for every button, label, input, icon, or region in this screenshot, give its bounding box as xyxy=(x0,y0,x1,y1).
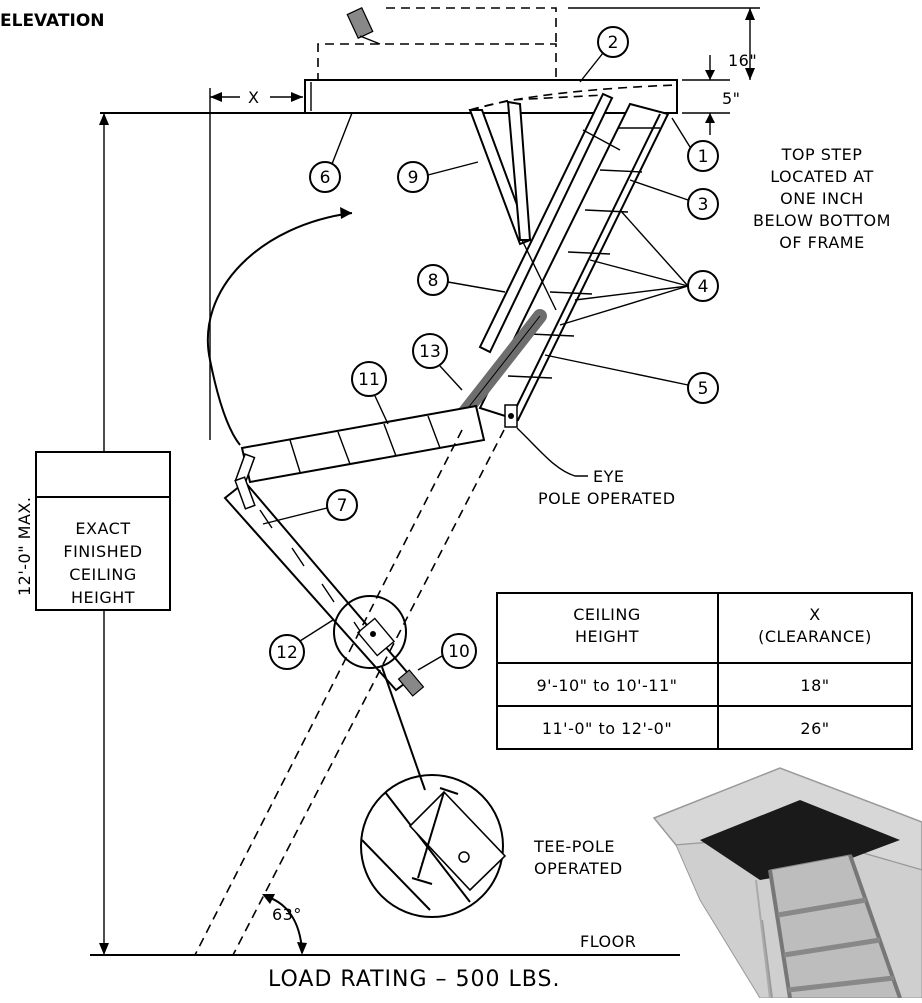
ceiling-box-line-4: HEIGHT xyxy=(71,588,135,607)
table-header-x-1: X xyxy=(809,605,820,624)
max-height-label: 12'-0" MAX. xyxy=(15,497,34,596)
ceiling-height-box: EXACT FINISHED CEILING HEIGHT xyxy=(35,451,171,611)
ceiling-box-line-2: FINISHED xyxy=(63,542,142,561)
middle-ladder-section xyxy=(234,404,486,485)
top-step-line-4: BELOW BOTTOM xyxy=(753,211,891,230)
eye-pole-note: EYE POLE OPERATED xyxy=(516,427,676,508)
top-step-line-3: ONE INCH xyxy=(780,189,864,208)
adjustable-foot xyxy=(397,669,425,697)
table-row-2-clearance: 26" xyxy=(800,719,829,738)
tee-note-line-2: OPERATED xyxy=(534,859,623,878)
table-row-2-height: 11'-0" to 12'-0" xyxy=(542,719,672,738)
dashed-line-1 xyxy=(194,429,463,956)
callout-7: 7 xyxy=(337,496,348,516)
product-photo xyxy=(652,767,922,999)
clearance-table: CEILING HEIGHT X (CLEARANCE) 9'-10" to 1… xyxy=(496,592,913,750)
angle-label: 63° xyxy=(272,905,302,924)
callout-1: 1 xyxy=(698,147,709,167)
load-rating: LOAD RATING – 500 LBS. xyxy=(268,967,560,992)
eye-note-line-1: EYE xyxy=(593,467,625,486)
table-header-x-2: (CLEARANCE) xyxy=(758,627,872,646)
table-row-1-clearance: 18" xyxy=(800,676,829,695)
callout-11: 11 xyxy=(358,370,380,390)
dim-16: 16" xyxy=(728,51,757,70)
top-step-line-2: LOCATED AT xyxy=(770,167,874,186)
tee-pole-detail xyxy=(360,774,507,918)
detail-marker-small xyxy=(333,595,407,669)
table-row-1-height: 9'-10" to 10'-11" xyxy=(536,676,677,695)
floor-label: FLOOR xyxy=(580,932,636,951)
dashed-line-2 xyxy=(232,429,505,956)
callout-5: 5 xyxy=(698,379,709,399)
ceiling-frame xyxy=(304,79,678,114)
eye-note-line-2: POLE OPERATED xyxy=(538,489,676,508)
callout-6: 6 xyxy=(320,168,331,188)
callout-10: 10 xyxy=(448,642,470,662)
callout-2: 2 xyxy=(608,33,619,53)
tee-note-line-1: TEE-POLE xyxy=(533,837,615,856)
table-header-ceiling-2: HEIGHT xyxy=(575,627,639,646)
arm-8 xyxy=(478,92,614,354)
top-step-line-5: OF FRAME xyxy=(779,233,864,252)
clearance-dimension: X xyxy=(209,88,303,440)
callout-3: 3 xyxy=(698,195,709,215)
table-header-ceiling-1: CEILING xyxy=(573,605,641,624)
callouts: 1 2 3 4 5 6 7 8 9 xyxy=(262,26,719,671)
dim-5: 5" xyxy=(722,89,741,108)
tee-pole-note: TEE-POLE OPERATED xyxy=(533,837,623,878)
lower-ladder-section xyxy=(223,476,414,692)
top-step-note: TOP STEP LOCATED AT ONE INCH BELOW BOTTO… xyxy=(753,145,891,252)
callout-4: 4 xyxy=(698,277,709,297)
height-dimensions: 16" 5" xyxy=(568,7,760,135)
callout-12: 12 xyxy=(276,643,298,663)
callout-13: 13 xyxy=(419,342,441,362)
top-step-line-1: TOP STEP xyxy=(781,145,863,164)
callout-9: 9 xyxy=(408,168,419,188)
ceiling-box-line-1: EXACT xyxy=(75,519,130,538)
swing-arc xyxy=(206,212,353,446)
clearance-x: X xyxy=(248,88,259,107)
drawing-title: ELEVATION xyxy=(0,11,105,31)
attic-outline xyxy=(317,7,557,82)
callout-8: 8 xyxy=(428,271,439,291)
ceiling-box-line-3: CEILING xyxy=(69,565,137,584)
